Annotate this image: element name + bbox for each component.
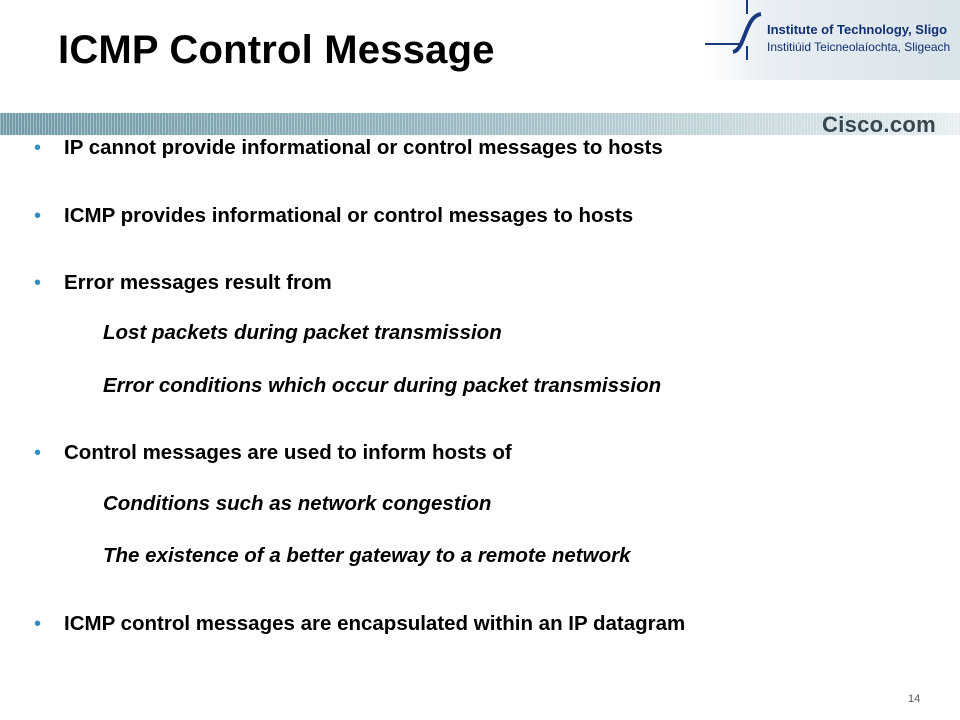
bullet-item: ICMP control messages are encapsulated w…	[64, 612, 686, 635]
logo-name-irish: Institiúid Teicneolaíochta, Sligeach	[767, 40, 951, 54]
bullet-item: IP cannot provide informational or contr…	[64, 136, 663, 159]
page-number: 14	[908, 693, 921, 705]
cisco-brand: Cisco.com	[822, 112, 936, 137]
bullet-item: Control messages are used to inform host…	[64, 441, 512, 464]
slide-title: ICMP Control Message	[58, 28, 495, 72]
bullet-item: ICMP provides informational or control m…	[64, 204, 634, 227]
sub-item: The existence of a better gateway to a r…	[103, 544, 631, 567]
sub-item: Conditions such as network congestion	[103, 492, 492, 515]
bullet-item: Error messages result from	[64, 271, 332, 294]
bullet-dot: •	[34, 613, 42, 635]
sub-item: Lost packets during packet transmission	[103, 321, 502, 344]
bullet-dot: •	[34, 272, 42, 294]
bullet-dot: •	[34, 205, 42, 227]
header-band	[0, 113, 960, 135]
bullet-dot: •	[34, 137, 42, 159]
bullet-dot: •	[34, 442, 42, 464]
logo-name-english: Institute of Technology, Sligo	[767, 22, 948, 37]
sub-item: Error conditions which occur during pack…	[103, 374, 662, 397]
logo-swoosh-icon	[705, 0, 762, 60]
institute-logo: Institute of Technology, Sligo Institiúi…	[705, 0, 960, 80]
